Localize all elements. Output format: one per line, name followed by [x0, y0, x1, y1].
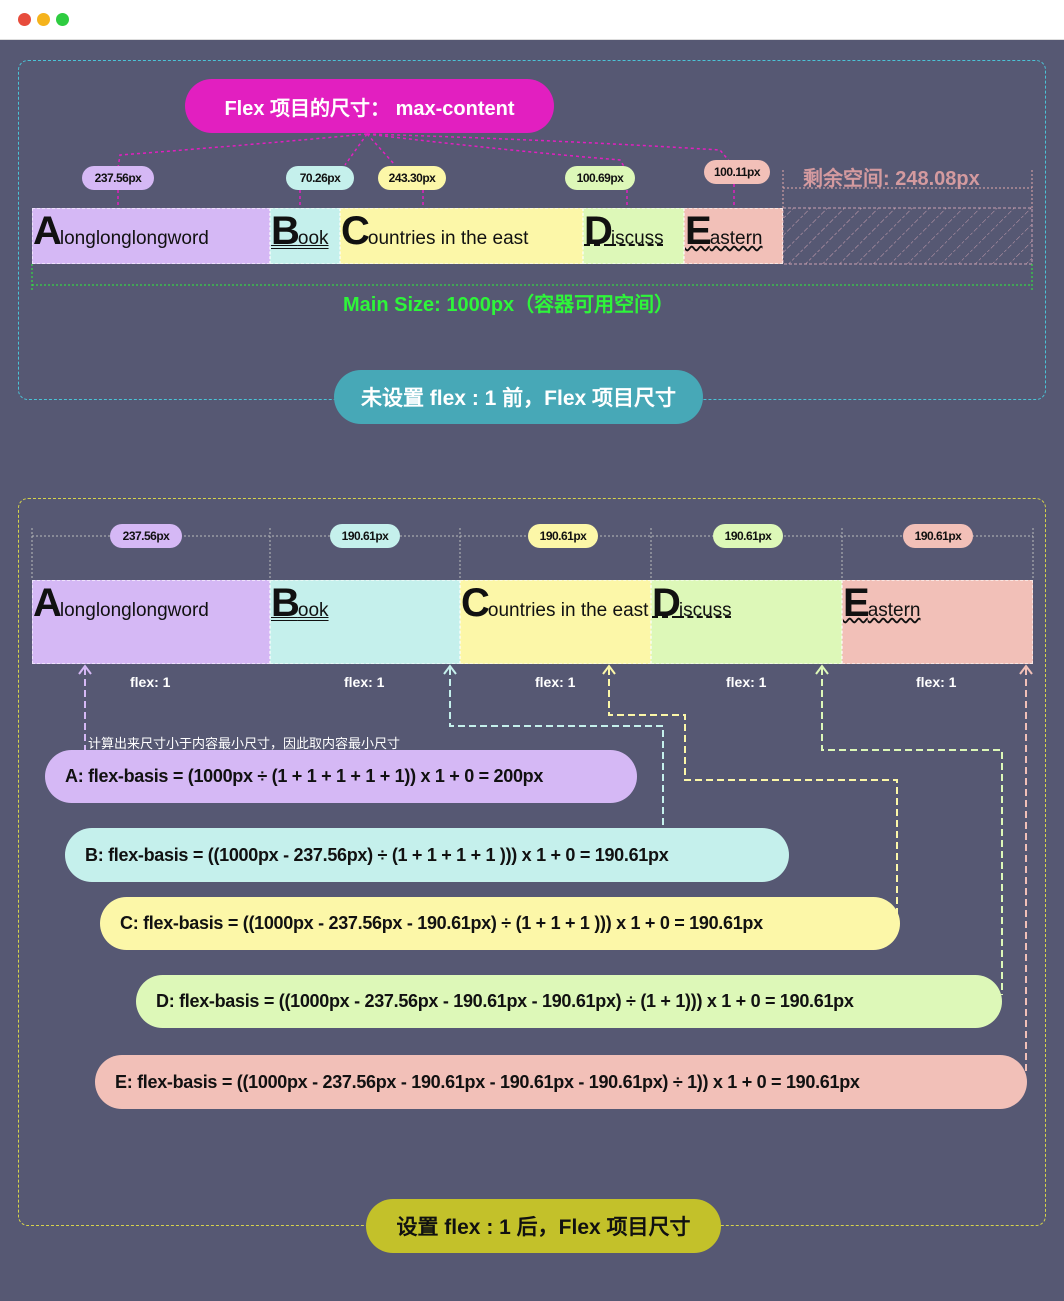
bottom-item-c: Countries in the east [460, 580, 651, 664]
basis-tag-a: 237.56px [110, 524, 182, 548]
close-window-icon[interactable] [18, 13, 31, 26]
size-tag-b: 70.26px [286, 166, 354, 190]
window-titlebar [0, 0, 1064, 40]
maximize-window-icon[interactable] [56, 13, 69, 26]
flex-label-c: flex: 1 [535, 674, 576, 690]
size-tag-c: 243.30px [378, 166, 446, 190]
main-size-label: Main Size: 1000px（容器可用空间） [343, 294, 675, 316]
basis-tag-b: 190.61px [330, 524, 400, 548]
flex-label-b: flex: 1 [344, 674, 385, 690]
top-item-b: Book [270, 208, 340, 264]
remaining-space-hatch [782, 207, 1033, 265]
minimize-window-icon[interactable] [37, 13, 50, 26]
formula-a: A: flex-basis = (1000px ÷ (1 + 1 + 1 + 1… [45, 750, 637, 803]
formula-e: E: flex-basis = ((1000px - 237.56px - 19… [95, 1055, 1027, 1109]
formula-d: D: flex-basis = ((1000px - 237.56px - 19… [136, 975, 1002, 1028]
top-item-a: Alonglonglongword [32, 208, 270, 264]
max-content-title-pill: Flex 项目的尺寸： max-content [185, 79, 554, 133]
basis-tag-d: 190.61px [713, 524, 783, 548]
remaining-space-label: 剩余空间: 248.08px [803, 168, 980, 190]
formula-b: B: flex-basis = ((1000px - 237.56px) ÷ (… [65, 828, 789, 882]
min-content-note: 计算出来尺寸小于内容最小尺寸，因此取内容最小尺寸 [88, 736, 401, 751]
bottom-item-d: Discuss [651, 580, 842, 664]
size-tag-d: 100.69px [565, 166, 635, 190]
flex-label-e: flex: 1 [916, 674, 957, 690]
size-tag-e: 100.11px [704, 160, 770, 184]
top-item-d: Discuss [583, 208, 684, 264]
bottom-item-e: Eastern [842, 580, 1033, 664]
bottom-item-a: Alonglonglongword [32, 580, 270, 664]
flex-label-a: flex: 1 [130, 674, 171, 690]
top-item-e: Eastern [684, 208, 783, 264]
size-tag-a: 237.56px [82, 166, 154, 190]
formula-c: C: flex-basis = ((1000px - 237.56px - 19… [100, 897, 900, 950]
after-caption-pill: 设置 flex : 1 后，Flex 项目尺寸 [366, 1199, 721, 1253]
basis-tag-e: 190.61px [903, 524, 973, 548]
basis-tag-c: 190.61px [528, 524, 598, 548]
flex-label-d: flex: 1 [726, 674, 767, 690]
top-item-c: Countries in the east [340, 208, 583, 264]
before-caption-pill: 未设置 flex : 1 前，Flex 项目尺寸 [334, 370, 703, 424]
bottom-item-b: Book [270, 580, 460, 664]
